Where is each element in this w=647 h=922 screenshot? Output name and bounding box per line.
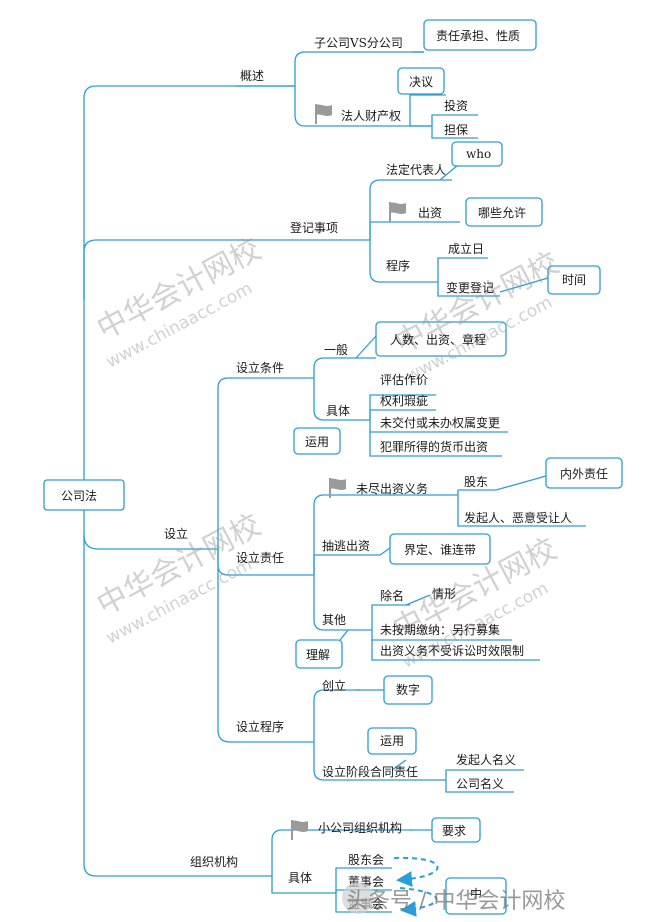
- liability-label: 设立责任: [236, 550, 284, 565]
- general-note-box: [375, 321, 507, 357]
- organization-label: 组织机构: [190, 854, 238, 869]
- occluded-box: [445, 877, 507, 915]
- condition-item-2: 权利瑕疵: [380, 393, 428, 408]
- define-label: 界定、谁连带: [404, 542, 476, 557]
- shareholder-label: 股东: [464, 475, 488, 489]
- flag-icon: [315, 103, 333, 125]
- understand-box: [295, 639, 343, 669]
- vs-note-label: 责任承担、性质: [436, 29, 520, 43]
- overview-label: 概述: [240, 69, 264, 83]
- inout-box: [545, 457, 623, 489]
- apply-label-1: 运用: [305, 435, 329, 449]
- number-label: 数字: [396, 682, 420, 697]
- bottom-watermark-text: 头条号 / 中华会计网校: [346, 889, 565, 914]
- conditions-label: 设立条件: [236, 360, 284, 375]
- remove-label: 除名: [380, 588, 404, 603]
- flag-icon: [291, 819, 309, 841]
- guarantee-label: 担保: [444, 123, 468, 137]
- time-label: 时间: [562, 273, 586, 287]
- found-label: 创立: [322, 678, 346, 693]
- apply-box-2: [367, 727, 417, 755]
- unpaid-label: 未尽出资义务: [356, 481, 428, 496]
- establishment-label: 设立: [164, 526, 188, 541]
- stage-contract-label: 设立阶段合同责任: [322, 764, 418, 779]
- legal-rep-label: 法定代表人: [386, 162, 446, 177]
- investment-label: 投资: [444, 98, 468, 113]
- condition-item-4: 犯罪所得的货币出资: [380, 439, 488, 454]
- understand-label: 理解: [306, 648, 330, 662]
- define-box: [389, 533, 491, 565]
- situation-label: 情形: [432, 587, 456, 601]
- who-label: who: [466, 147, 491, 161]
- sub-vs-label: 子公司VS分公司: [314, 36, 403, 50]
- promoter-name-label: 发起人名义: [456, 752, 516, 767]
- condition-item-3: 未交付或未办权属变更: [380, 415, 500, 430]
- apply-label-2: 运用: [380, 734, 404, 748]
- vs-note-box: [423, 19, 537, 51]
- inout-label: 内外责任: [560, 467, 608, 481]
- shareholders-meeting-label: 股东会: [348, 853, 384, 867]
- other-item-2: 出资义务不受诉讼时效限制: [380, 643, 524, 658]
- company-name-label: 公司名义: [456, 776, 504, 791]
- condition-item-1: 评估作价: [380, 373, 428, 387]
- which-allowed-box: [465, 197, 543, 227]
- node-labels: 公司法 概述 子公司VS分公司 责任承担、性质 法人财产权 决议 投资 担保 登…: [61, 29, 608, 911]
- dashed-arrows: [393, 856, 439, 917]
- registration-label: 登记事项: [290, 220, 338, 235]
- resolution-label: 决议: [409, 75, 433, 89]
- capital-label: 出资: [418, 206, 442, 220]
- root-label: 公司法: [61, 489, 97, 503]
- other-item-1: 未按期缴纳：另行募集: [380, 622, 500, 637]
- org-specific-label: 具体: [288, 871, 312, 885]
- small-company-label: 小公司组织机构: [318, 820, 402, 835]
- withdraw-label: 抽逃出资: [322, 539, 370, 553]
- root-box: [43, 479, 125, 511]
- node-boxes: [43, 19, 623, 915]
- apply-box-1: [293, 427, 341, 455]
- requirement-box: [431, 817, 481, 843]
- time-box: [547, 265, 601, 295]
- general-note-label: 人数、出资、章程: [390, 332, 486, 347]
- procedure-label: 程序: [386, 258, 410, 273]
- change-reg-label: 变更登记: [446, 280, 494, 295]
- general-label: 一般: [324, 342, 348, 357]
- occluded-box-label: 中: [470, 886, 482, 901]
- who-box: [451, 141, 503, 167]
- legal-person-property-label: 法人财产权: [341, 109, 401, 123]
- promoter-label: 发起人、恶意受让人: [464, 510, 572, 525]
- established-day-label: 成立日: [448, 241, 484, 256]
- flag-icon: [389, 201, 407, 223]
- requirement-label: 要求: [442, 824, 466, 838]
- which-allowed-label: 哪些允许: [478, 205, 526, 220]
- specific-label: 具体: [326, 404, 350, 418]
- number-box: [383, 675, 433, 705]
- procedure-est-label: 设立程序: [236, 719, 284, 734]
- bottom-watermark: 头条号 / 中华会计网校: [342, 882, 565, 914]
- other-label: 其他: [322, 613, 346, 627]
- connector-lines: [83, 51, 586, 913]
- resolution-box: [397, 67, 445, 95]
